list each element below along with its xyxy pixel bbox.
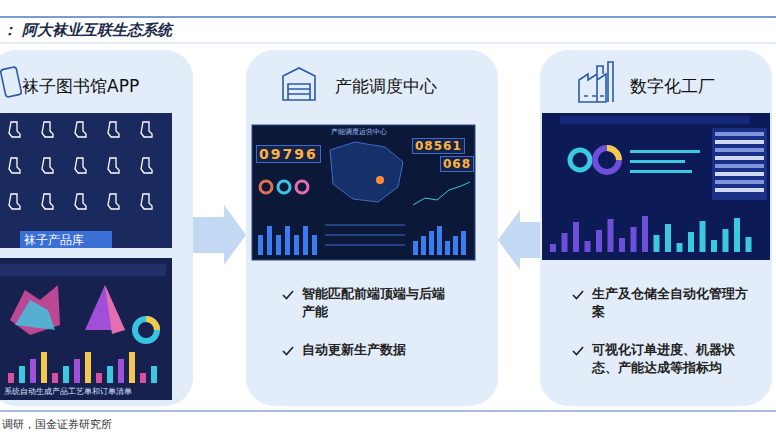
counter-digits: 08561 bbox=[412, 138, 465, 154]
bullet-text: 自动更新生产数据 bbox=[282, 341, 452, 359]
panel-heading: 袜子图书馆APP bbox=[22, 75, 139, 98]
screen-caption: 系统自动生成产品工艺单和订单清单 bbox=[4, 387, 132, 397]
panel: 袜子图书馆APP bbox=[0, 50, 193, 406]
flow-arrow bbox=[193, 205, 246, 265]
check-mark bbox=[572, 289, 584, 301]
flow-arrow bbox=[498, 210, 540, 270]
check-mark bbox=[282, 345, 294, 357]
bullet-text: 智能匹配前端顶端与后端产能 bbox=[282, 285, 452, 321]
bullet-text: 生产及仓储全自动化管理方案 bbox=[572, 285, 754, 321]
panel-heading: 数字化工厂 bbox=[630, 75, 715, 98]
screen-label: 袜子产品库 bbox=[24, 232, 84, 249]
figure-title: ： 阿大袜业互联生态系统 bbox=[2, 21, 172, 40]
counter-digits: 09796 bbox=[256, 145, 321, 163]
panel-heading: 产能调度中心 bbox=[335, 75, 437, 98]
panel: 数字化工厂生产及仓储全自动化管理方案可视化订单进度、机器状态、产能达成等指标均 bbox=[540, 50, 772, 406]
source-caption: 调研，国金证券研究所 bbox=[2, 417, 112, 432]
panel: 产能调度中心智能匹配前端顶端与后端产能自动更新生产数据 bbox=[246, 50, 498, 406]
counter-digits: 068 bbox=[440, 156, 474, 172]
screen-title: 产能调度运营中心 bbox=[331, 127, 387, 137]
check-mark bbox=[282, 289, 294, 301]
check-mark bbox=[572, 345, 584, 357]
bullet-text: 可视化订单进度、机器状态、产能达成等指标均 bbox=[572, 341, 754, 377]
